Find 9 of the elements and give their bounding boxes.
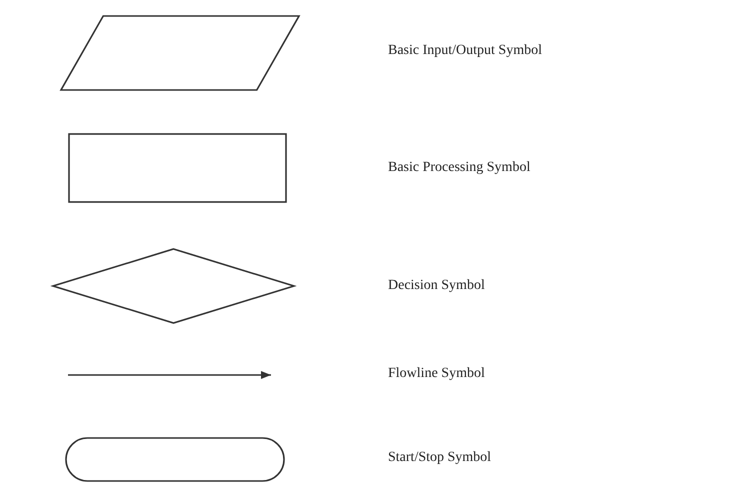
terminal-rounded-rectangle — [65, 437, 285, 482]
input-output-parallelogram — [60, 15, 300, 91]
process-rectangle — [68, 133, 287, 203]
symbol-label: Start/Stop Symbol — [388, 450, 492, 466]
decision-diamond — [52, 248, 295, 324]
symbol-label: Flowline Symbol — [388, 366, 485, 382]
symbol-label: Decision Symbol — [388, 278, 485, 294]
symbol-label: Basic Processing Symbol — [388, 160, 530, 176]
symbol-label: Basic Input/Output Symbol — [388, 43, 542, 59]
